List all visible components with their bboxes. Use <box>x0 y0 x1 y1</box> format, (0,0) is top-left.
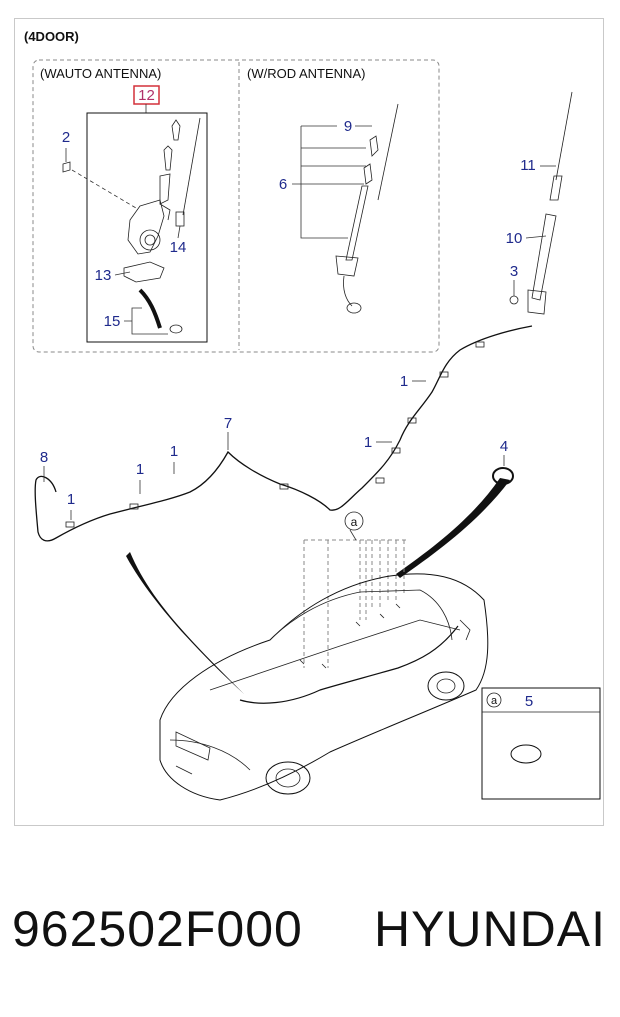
rod-antenna-assembly <box>335 103 399 314</box>
pad-5 <box>510 744 542 764</box>
callout-1-d[interactable]: 1 <box>136 461 144 478</box>
diagram-title: (4DOOR) <box>24 29 79 44</box>
callout-11[interactable]: 11 <box>520 157 536 174</box>
callout-13[interactable]: 13 <box>95 267 112 284</box>
callout-3[interactable]: 3 <box>510 263 518 280</box>
callout-8[interactable]: 8 <box>40 449 48 466</box>
callout-1-b[interactable]: 1 <box>364 434 372 451</box>
nut-3 <box>509 295 519 305</box>
callout-12[interactable]: 12 <box>138 87 155 104</box>
diagram-frame <box>14 18 604 826</box>
callout-2[interactable]: 2 <box>62 129 70 146</box>
brand-name: HYUNDAI <box>373 901 606 957</box>
callout-1-a[interactable]: 1 <box>400 373 408 390</box>
callout-6[interactable]: 6 <box>279 176 287 193</box>
detail-box-marker-label: a <box>491 695 498 707</box>
auto-antenna-motor <box>127 119 181 255</box>
callout-5[interactable]: 5 <box>525 693 533 710</box>
antenna-base-10 <box>527 213 557 315</box>
parts-diagram: (4DOOR) (WAUTO ANTENNA) (W/ROD ANTENNA) … <box>24 29 601 801</box>
pointer-sweep-right <box>396 478 510 578</box>
leader-grid <box>303 529 408 668</box>
pointer-sweep-left <box>126 552 244 694</box>
cable-clips <box>65 341 485 528</box>
antenna-cable-7 <box>34 325 533 542</box>
car-illustration <box>159 573 489 801</box>
callout-15[interactable]: 15 <box>104 313 121 330</box>
hose-15 <box>138 288 183 334</box>
rod-antenna-heading: (W/ROD ANTENNA) <box>247 66 365 81</box>
callout-7[interactable]: 7 <box>224 415 232 432</box>
antenna-rod-14 <box>175 117 201 227</box>
bracket-13 <box>123 261 165 283</box>
callout-1-e[interactable]: 1 <box>67 491 75 508</box>
antenna-options-box <box>32 59 440 353</box>
bolt-2 <box>62 148 71 173</box>
detail-marker-a <box>344 511 364 531</box>
callout-9[interactable]: 9 <box>344 118 352 135</box>
callout-4[interactable]: 4 <box>500 438 508 455</box>
auto-antenna-heading: (WAUTO ANTENNA) <box>40 66 161 81</box>
part-number: 962502F000 <box>12 901 303 957</box>
callout-1-c[interactable]: 1 <box>170 443 178 460</box>
rod-antenna-11 <box>549 91 573 201</box>
callout-10[interactable]: 10 <box>506 230 523 247</box>
highlight-box <box>133 85 160 105</box>
detail-box-5 <box>481 687 601 800</box>
auto-antenna-assembly-box <box>86 112 208 343</box>
callout-14[interactable]: 14 <box>170 239 187 256</box>
detail-box-marker <box>486 692 502 708</box>
detail-marker-a-label: a <box>351 515 358 529</box>
footer: 962502F000 HYUNDAI <box>0 900 620 980</box>
